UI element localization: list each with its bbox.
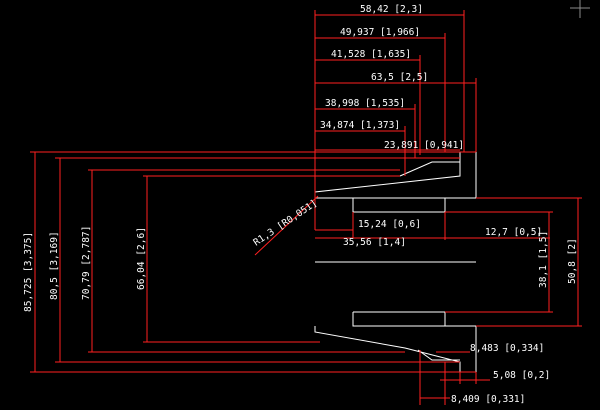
dim-23-891: 23,891 [0,941]	[384, 140, 464, 151]
dimension-labels: 58,42 [2,3] 49,937 [1,966] 41,528 [1,635…	[23, 4, 578, 405]
dim-70-79: 70,79 [2,787]	[81, 226, 92, 300]
dim-63-5: 63,5 [2,5]	[371, 72, 428, 83]
dim-12-7: 12,7 [0,5]	[485, 227, 542, 238]
dim-5-08: 5,08 [0,2]	[493, 370, 550, 381]
dim-41-528: 41,528 [1,635]	[331, 49, 411, 60]
dim-8-483: 8,483 [0,334]	[470, 343, 544, 354]
dim-66-04: 66,04 [2,6]	[136, 227, 147, 290]
dim-50-8: 50,8 [2]	[567, 238, 578, 284]
dim-8-409: 8,409 [0,331]	[451, 394, 525, 405]
part-outline	[314, 151, 477, 373]
dim-34-874: 34,874 [1,373]	[320, 120, 400, 131]
dim-38-1: 38,1 [1,5]	[538, 231, 549, 288]
dim-radius: R1,3 [R0,051]	[252, 198, 320, 249]
dim-15-24: 15,24 [0,6]	[358, 219, 421, 230]
dim-49-937: 49,937 [1,966]	[340, 27, 420, 38]
dim-85-725: 85,725 [3,375]	[23, 232, 34, 312]
dimension-lines	[30, 10, 582, 405]
dim-58-42: 58,42 [2,3]	[360, 4, 423, 15]
dim-38-998: 38,998 [1,535]	[325, 98, 405, 109]
dim-35-56: 35,56 [1,4]	[343, 237, 406, 248]
cursor-crosshair-icon	[570, 0, 590, 18]
dim-80-5: 80,5 [3,169]	[49, 231, 60, 300]
